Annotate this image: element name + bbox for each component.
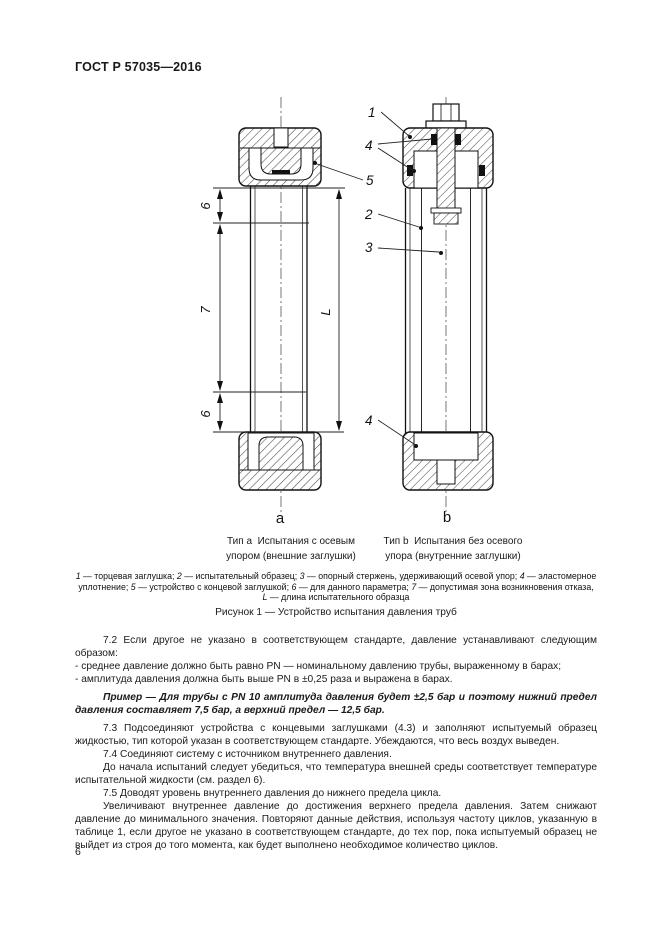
dim-zone-bottom: 6: [198, 410, 213, 418]
paragraph-7-4-note: До начала испытаний следует убедиться, ч…: [75, 762, 597, 786]
type-a-seal: [272, 170, 290, 174]
paragraph-7-2: 7.2 Если другое не указано в соответству…: [75, 635, 597, 659]
paragraph-7-2-bullet-2: - амплитуда давления должна быть выше PN…: [75, 674, 453, 685]
legend-label: 4: [519, 571, 525, 581]
figure-caption: Рисунок 1 — Устройство испытания давлени…: [215, 607, 457, 618]
dimension-lines: [213, 187, 345, 433]
dimension-labels: 6 7 6 L: [198, 202, 333, 418]
callout-4-bottom: 4: [365, 413, 373, 428]
page-number: 6: [75, 846, 81, 858]
paragraph-7-3: 7.3 Подсоединяют устройства с концевыми …: [75, 723, 597, 747]
legend-label: 3: [299, 571, 305, 581]
dim-zone-top: 6: [198, 202, 213, 210]
dim-zone-middle: 7: [198, 306, 213, 314]
dim-length: L: [318, 308, 333, 315]
body-text: 7.2 Если другое не указано в соответству…: [75, 634, 597, 852]
callout-1: 1: [368, 105, 376, 120]
callout-dots: [313, 135, 443, 448]
paragraph-7-5: 7.5 Доводят уровень внутреннего давления…: [103, 788, 442, 799]
type-b-support-rod: [430, 127, 462, 225]
label-b: b: [443, 509, 451, 526]
legend-label: L: [262, 592, 268, 602]
legend-label: 1: [75, 571, 81, 581]
paragraph-7-2-bullet-1: - среднее давление должно быть равно PN …: [75, 661, 562, 672]
callout-numbers: 1 4 5 2 3 4: [364, 105, 376, 428]
figure-legend: 1 — торцевая заглушка; 2 — испытательный…: [75, 571, 597, 602]
label-a: a: [276, 510, 285, 527]
callout-lines: [316, 111, 440, 445]
callout-4-top: 4: [365, 138, 373, 153]
callout-2: 2: [364, 207, 373, 222]
caption-type-b: Тип b Испытания без осевого упора (внутр…: [383, 536, 523, 562]
legend-label: 7: [411, 581, 417, 592]
callout-3: 3: [365, 240, 373, 255]
legend-label: 5: [130, 581, 136, 592]
type-a-pipe: [249, 186, 308, 432]
legend-label: 6: [291, 581, 297, 592]
drawing-type-b: [402, 103, 494, 491]
subfigure-letters: a b: [276, 509, 451, 527]
type-b-bolt: [425, 103, 467, 130]
paragraph-7-5-note: Увеличивают внутреннее давление до дости…: [75, 801, 597, 851]
type-b-pipe: [404, 188, 488, 455]
paragraph-example: Пример — Для трубы с PN 10 амплитуда дав…: [75, 692, 597, 716]
paragraph-7-4: 7.4 Соединяют систему с источником внутр…: [103, 749, 392, 760]
drawing-type-a: [238, 127, 322, 491]
legend-label: 2: [176, 571, 182, 581]
document-number: ГОСТ Р 57035—2016: [75, 60, 202, 74]
caption-type-a: Тип а Испытания с осевым упором (внешние…: [226, 536, 356, 562]
callout-5: 5: [366, 173, 374, 188]
